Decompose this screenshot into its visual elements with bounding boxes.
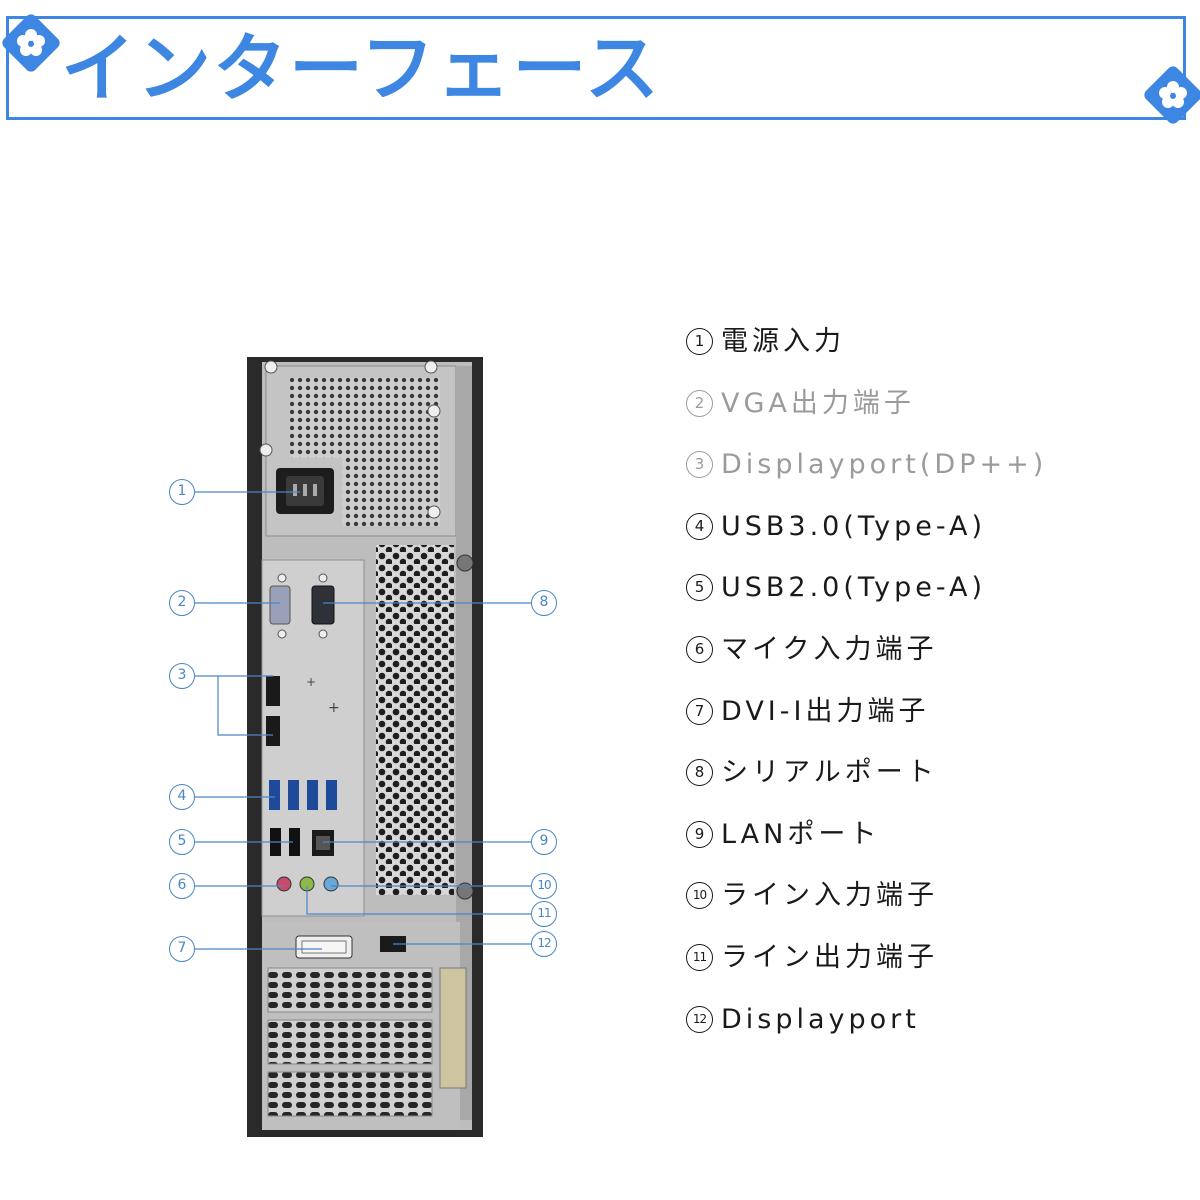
- legend-item: 3 Displayport(DP++): [686, 445, 1186, 507]
- legend-label: マイク入力端子: [721, 633, 938, 665]
- callout-8: 8: [531, 590, 557, 616]
- legend-number: 12: [686, 1005, 713, 1033]
- legend-number: 7: [686, 697, 713, 725]
- legend-number: 9: [686, 820, 713, 848]
- callout-10: 10: [531, 873, 557, 899]
- legend-number: 10: [686, 882, 713, 910]
- legend-label: ライン入力端子: [721, 880, 938, 912]
- legend-label: VGA出力端子: [721, 387, 915, 419]
- callout-5: 5: [169, 829, 195, 855]
- legend-item: 1 電源入力: [686, 322, 1186, 384]
- callout-1: 1: [169, 479, 195, 505]
- legend-item: 11 ライン出力端子: [686, 938, 1186, 1000]
- callout-12: 12: [531, 931, 557, 957]
- legend-number: 2: [686, 389, 713, 417]
- legend-label: 電源入力: [721, 326, 845, 357]
- legend-number: 1: [686, 328, 713, 355]
- legend-number: 11: [686, 943, 713, 971]
- legend-number: 3: [686, 451, 713, 479]
- svg-text:+: +: [328, 700, 340, 716]
- callout-9: 9: [531, 829, 557, 855]
- legend-item: 4 USB3.0(Type-A): [686, 507, 1186, 569]
- legend-item: 9 LANポート: [686, 815, 1186, 877]
- flower-icon: [1144, 66, 1200, 124]
- legend-label: Displayport: [721, 1003, 920, 1035]
- legend-item: 8 シリアルポート: [686, 753, 1186, 815]
- legend-item: 7 DVI-I出力端子: [686, 692, 1186, 754]
- legend-label: LANポート: [721, 818, 881, 850]
- legend-number: 5: [686, 574, 713, 602]
- legend-label: Displayport(DP++): [721, 449, 1048, 481]
- callout-11: 11: [531, 901, 557, 927]
- legend-number: 8: [686, 759, 713, 787]
- page-title: インターフェース: [61, 26, 661, 112]
- svg-text:+: +: [306, 675, 316, 689]
- legend-number: 6: [686, 635, 713, 663]
- flower-icon: [2, 14, 60, 72]
- callout-2: 2: [169, 590, 195, 616]
- legend-label: USB2.0(Type-A): [721, 572, 987, 604]
- legend-item: 5 USB2.0(Type-A): [686, 568, 1186, 630]
- port-legend: 1 電源入力 2 VGA出力端子 3 Displayport(DP++) 4 USB3.…: [686, 322, 1186, 1061]
- legend-label: USB3.0(Type-A): [721, 510, 987, 542]
- callout-3: 3: [169, 663, 195, 689]
- callout-7: 7: [169, 936, 195, 962]
- title-banner: インターフェース: [6, 16, 1186, 120]
- legend-item: 2 VGA出力端子: [686, 384, 1186, 446]
- legend-label: DVI-I出力端子: [721, 695, 930, 727]
- callout-4: 4: [169, 784, 195, 810]
- legend-item: 6 マイク入力端子: [686, 630, 1186, 692]
- legend-label: シリアルポート: [721, 757, 938, 789]
- callout-6: 6: [169, 873, 195, 899]
- legend-number: 4: [686, 512, 713, 540]
- legend-item: 12 Displayport: [686, 1000, 1186, 1062]
- legend-label: ライン出力端子: [721, 941, 938, 973]
- legend-item: 10 ライン入力端子: [686, 876, 1186, 938]
